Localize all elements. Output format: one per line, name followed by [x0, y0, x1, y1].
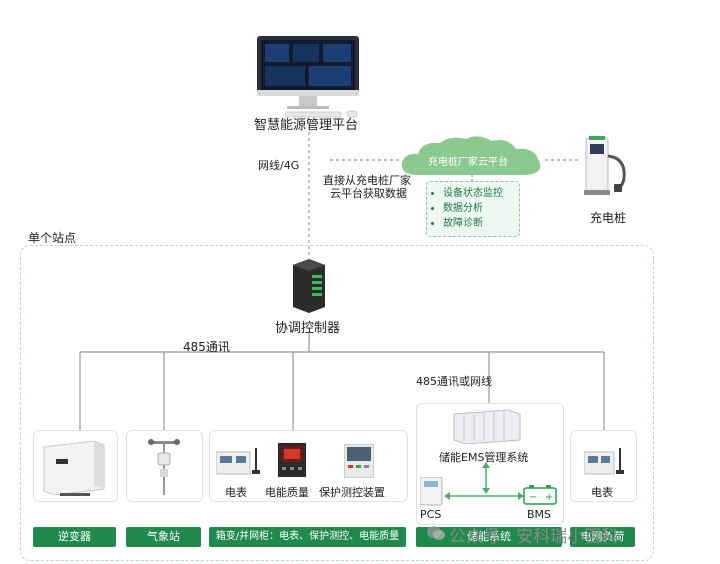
controller-icon: [287, 257, 329, 313]
direct-fetch-label-2: 云平台获取数据: [330, 187, 407, 200]
protection-device-icon: [343, 443, 375, 479]
label-inverter: 逆变器: [33, 527, 116, 547]
site-label: 单个站点: [28, 231, 77, 245]
platform-title: 智慧能源管理平台: [254, 118, 359, 133]
inverter-card: [33, 430, 118, 502]
network-label: 网线/4G: [258, 159, 300, 172]
cloud-title: 充电桩厂家云平台: [428, 157, 508, 168]
comm-485-or-net-label: 485通讯或网线: [416, 375, 492, 388]
battery-icon: − +: [523, 485, 557, 505]
charger-icon: [578, 132, 634, 196]
comm-485-label: 485通讯: [183, 340, 230, 354]
ems-label: 储能EMS管理系统: [439, 451, 529, 464]
power-quality-label: 电能质量: [265, 486, 309, 499]
weather-station-card: [126, 430, 203, 502]
power-quality-icon: [278, 443, 306, 479]
label-weather-station: 气象站: [126, 527, 201, 547]
charger-label: 充电桩: [590, 211, 627, 225]
svg-text:−: −: [529, 492, 537, 503]
bms-label: BMS: [527, 508, 552, 521]
meter-label: 电表: [225, 486, 247, 499]
monitor-icon: [257, 36, 359, 112]
pcs-icon: [419, 476, 444, 507]
label-grid-load: 电网负荷: [570, 527, 635, 547]
keyboard-icon: [284, 103, 361, 118]
cloud-icon: [398, 135, 546, 179]
weather-station-icon: [148, 439, 180, 495]
inverter-icon: [43, 440, 105, 496]
svg-text:+: +: [545, 492, 553, 503]
cloud-feature-list: 设备状态监控 数据分析 故障诊断: [426, 181, 520, 237]
watermark-text: 公众号 · 安科瑞小百科: [449, 527, 619, 547]
storage-flow-arrows: [444, 462, 524, 500]
controller-label: 协调控制器: [275, 321, 341, 336]
protection-device-label: 保护测控装置: [319, 486, 385, 499]
wechat-icon: [426, 524, 446, 542]
label-substation: 箱变/并网柜：电表、保护测控、电能质量: [209, 527, 406, 547]
grid-meter-card: [570, 430, 637, 502]
site-boundary: [20, 245, 654, 561]
cloud-feature-item: 设备状态监控: [443, 186, 519, 201]
meter-icon: [215, 446, 262, 476]
grid-meter-label: 电表: [591, 486, 613, 499]
cloud-feature-item: 故障诊断: [443, 216, 519, 231]
ems-cabinet-icon: [450, 406, 522, 445]
pcs-label: PCS: [420, 508, 442, 521]
cloud-feature-item: 数据分析: [443, 201, 519, 216]
grid-meter-icon: [583, 446, 630, 476]
direct-fetch-label-1: 直接从充电桩厂家: [323, 174, 411, 187]
label-storage-system: 储能系统: [416, 527, 562, 547]
